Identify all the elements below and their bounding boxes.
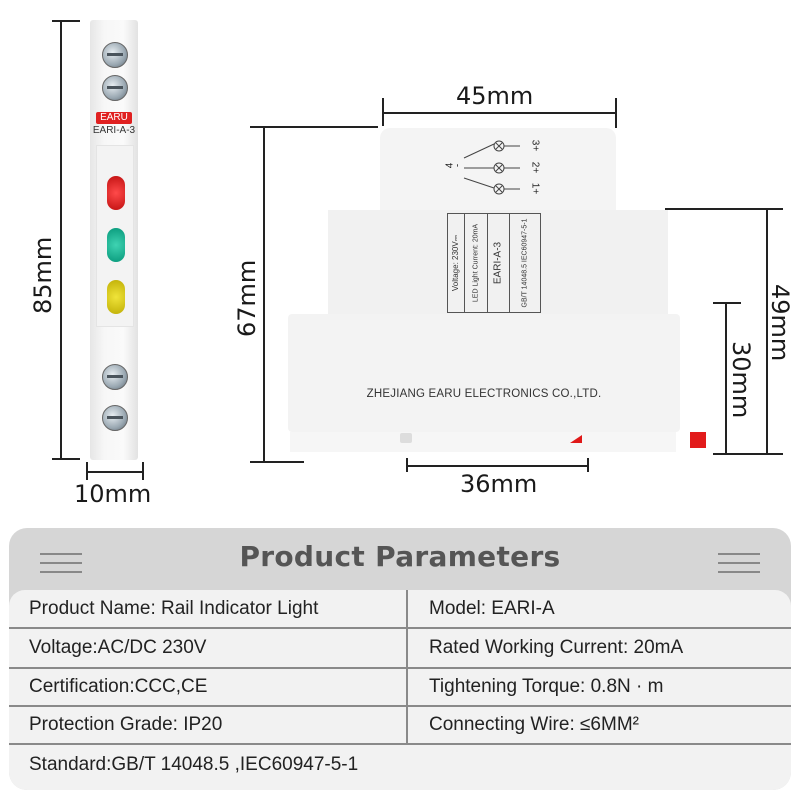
dim-67-bottom-tick [250, 461, 304, 463]
dim-36-label: 36mm [460, 470, 538, 498]
green-led [107, 228, 125, 262]
dim-49-bottom-tick [713, 453, 783, 455]
column-divider [406, 629, 408, 667]
column-divider [406, 590, 408, 627]
screw-icon [102, 75, 128, 101]
terminal-1-label: 1+ [529, 182, 541, 195]
param-wire: Connecting Wire: ≤6MM² [429, 714, 639, 735]
dim-49-line [766, 208, 768, 454]
param-current: Rated Working Current: 20mA [429, 637, 684, 658]
table-row: Product Name: Rail Indicator Light Model… [9, 590, 791, 629]
dim-10-right-tick [142, 462, 144, 480]
table-row: Standard:GB/T 14048.5 ,IEC60947-5-1 [9, 745, 791, 785]
dim-67-top-tick [250, 126, 378, 128]
param-product-name: Product Name: Rail Indicator Light [29, 597, 319, 619]
param-voltage: Voltage:AC/DC 230V [29, 637, 207, 658]
column-divider [406, 707, 408, 743]
dim-45-right-tick [615, 98, 617, 128]
label-model: EARI-A-3 [492, 241, 504, 285]
param-torque: Tightening Torque: 0.8N · m [429, 676, 664, 697]
menu-lines-left-icon [40, 553, 82, 580]
screw-icon [102, 42, 128, 68]
column-divider [406, 669, 408, 705]
wiring-diagram-icon [463, 140, 520, 195]
table-row: Voltage:AC/DC 230V Rated Working Current… [9, 629, 791, 669]
dim-10-label: 10mm [74, 480, 152, 508]
din-rail-clip [290, 432, 676, 452]
dim-85-top-tick [52, 20, 80, 22]
dim-36-line [406, 465, 588, 467]
label-voltage: Voltage: 230V⎓ [450, 234, 460, 292]
table-row: Protection Grade: IP20 Connecting Wire: … [9, 707, 791, 745]
led-panel [96, 145, 134, 327]
red-led [107, 176, 125, 210]
parameters-table: Product Name: Rail Indicator Light Model… [9, 590, 791, 790]
brand-logo: EARU [96, 112, 132, 124]
menu-lines-right-icon [718, 553, 760, 580]
dim-49-label: 49mm [766, 284, 794, 362]
rail-latch-red [570, 435, 582, 443]
dim-45-line [382, 112, 616, 114]
dim-36-right-tick [587, 458, 589, 472]
yellow-led [107, 280, 125, 314]
device-mid-housing [328, 210, 668, 314]
param-protection: Protection Grade: IP20 [29, 714, 223, 735]
spec-label: Voltage: 230V⎓ LED Light Current: 20mA E… [447, 213, 541, 313]
slim-model-label: EARI-A-3 [92, 125, 136, 136]
dim-30-line [725, 302, 727, 454]
rail-latch-left [400, 433, 412, 443]
label-standards: GB/T 14048.5 IEC60947-5-1 [521, 218, 529, 308]
slim-indicator-device: EARU EARI-A-3 [90, 20, 138, 460]
dim-85-line [60, 20, 62, 458]
dim-30-label: 30mm [727, 341, 755, 419]
dim-45-label: 45mm [456, 82, 534, 110]
table-row: Certification:CCC,CE Tightening Torque: … [9, 669, 791, 707]
screw-icon [102, 364, 128, 390]
company-name: ZHEJIANG EARU ELECTRONICS CO.,LTD. [366, 388, 602, 400]
parameters-title: Product Parameters [239, 540, 561, 573]
dim-67-line [263, 126, 265, 462]
dim-10-line [86, 471, 143, 473]
dim-85-label: 85mm [29, 236, 57, 314]
param-certification: Certification:CCC,CE [29, 676, 208, 697]
label-current: LED Light Current: 20mA [472, 223, 480, 303]
device-base-housing [288, 314, 680, 432]
screw-icon [102, 405, 128, 431]
dim-49-top-tick [665, 208, 783, 210]
dim-30-top-tick [713, 302, 741, 304]
wiring-common-sign: - [452, 163, 464, 168]
param-standard: Standard:GB/T 14048.5 ,IEC60947-5-1 [29, 754, 359, 775]
dim-85-bottom-tick [52, 458, 80, 460]
dim-67-label: 67mm [233, 259, 261, 337]
red-release-tab [690, 432, 706, 448]
param-model: Model: EARI-A [429, 597, 555, 619]
